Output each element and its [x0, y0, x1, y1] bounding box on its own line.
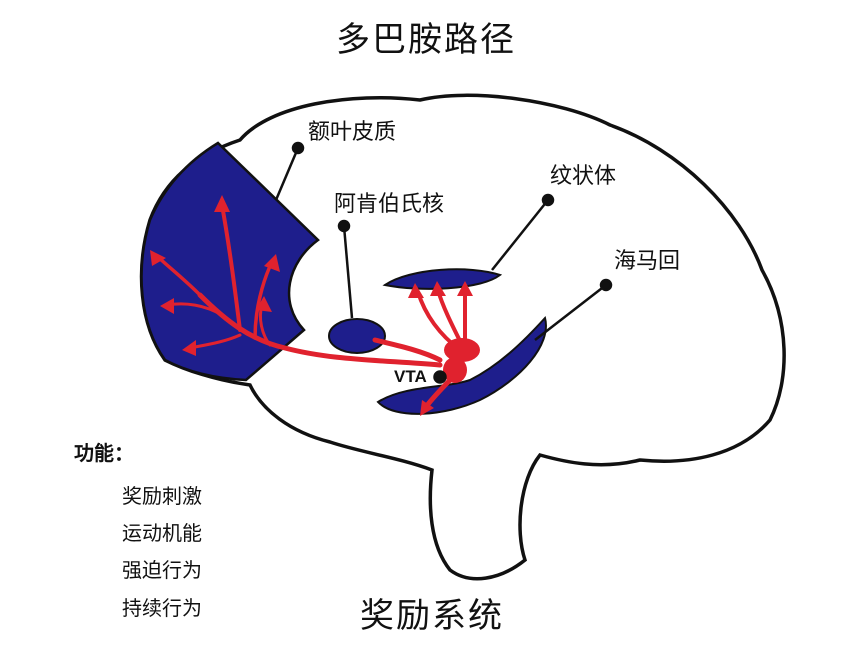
cortical-branch — [220, 203, 242, 332]
label-nucleus-accumbens: 阿肯伯氏核 — [334, 192, 445, 217]
page-title: 多巴胺路径 — [336, 20, 516, 60]
label-prefrontal-cortex: 额叶皮质 — [308, 120, 397, 145]
mesocortical-pathway — [197, 292, 443, 368]
arrowhead — [457, 281, 473, 296]
mesolimbic-pathway — [372, 337, 443, 363]
function-item: 奖励刺激 — [122, 484, 202, 508]
arrowhead — [420, 400, 434, 416]
arrowhead — [214, 195, 230, 212]
arrowhead — [264, 254, 280, 272]
leader-lines — [274, 141, 613, 384]
footer-title: 奖励系统 — [360, 596, 504, 636]
label-vta: VTA — [394, 367, 427, 386]
arrowhead — [150, 250, 166, 266]
striatum-region — [382, 268, 503, 290]
arrowhead — [430, 281, 446, 296]
function-item: 运动机能 — [122, 521, 202, 545]
arrowheads — [150, 195, 473, 416]
label-striatum: 纹状体 — [550, 164, 617, 189]
arrowhead — [256, 296, 272, 312]
function-item: 强迫行为 — [122, 558, 202, 582]
functions-heading: 功能： — [74, 441, 134, 465]
vta-region — [443, 338, 480, 383]
arrowhead — [408, 283, 424, 298]
label-hippocampus: 海马回 — [614, 249, 681, 274]
arrowhead — [160, 298, 174, 314]
function-item: 持续行为 — [122, 596, 202, 620]
arrowhead — [182, 340, 196, 356]
nucleus-accumbens-region — [328, 318, 386, 354]
